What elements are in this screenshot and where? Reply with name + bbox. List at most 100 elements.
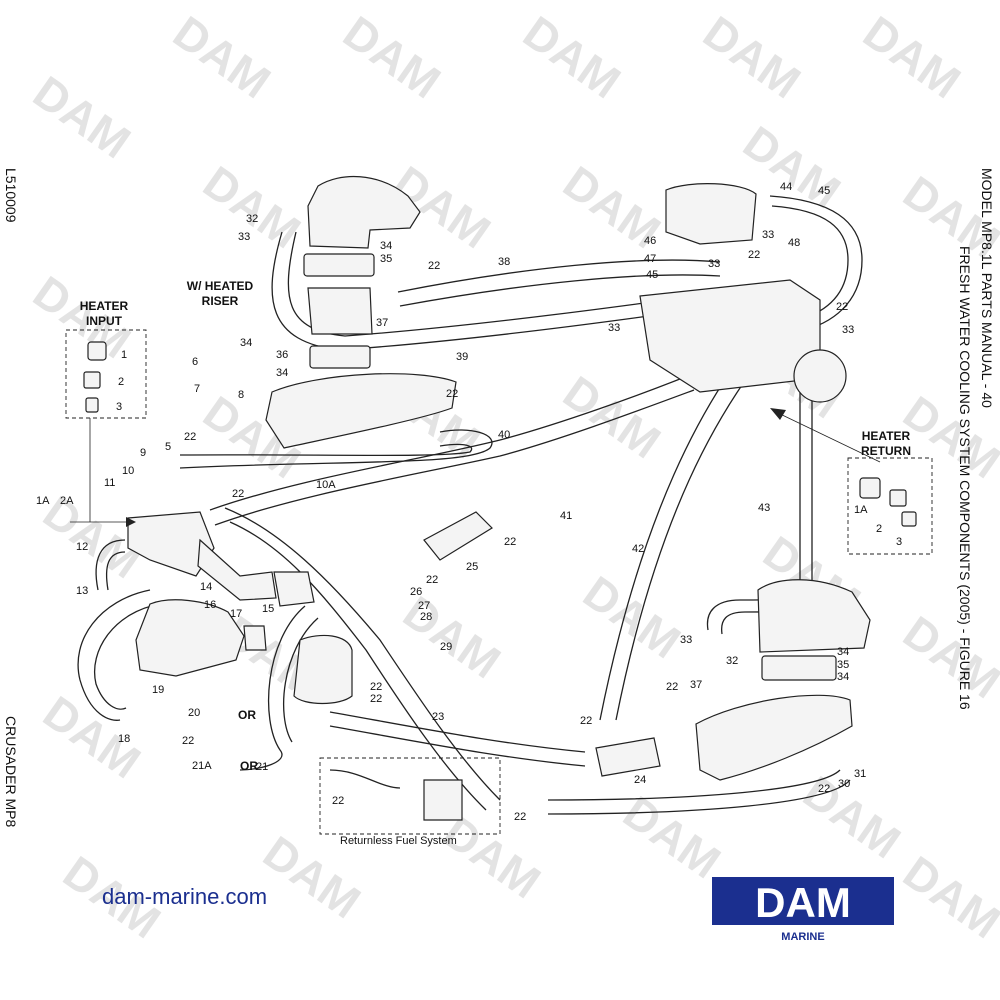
watermark-26: DAM [434,806,550,909]
site-link[interactable]: dam-marine.com [102,884,268,909]
callout-16: 15 [262,603,274,615]
callout-25: 22 [232,488,244,500]
callout-55: 33 [680,634,692,646]
hose-18 [77,589,161,721]
callout-48: 31 [854,768,866,780]
watermark-3: DAM [514,6,630,109]
callout-30: 22 [504,536,516,548]
callout-26: 22 [426,574,438,586]
callout-74: 45 [818,185,830,197]
watermark-5: DAM [854,6,970,109]
hose-31 [224,507,501,811]
left-exhaust-manifold [265,373,457,449]
callout-40: 23 [432,711,444,723]
watermark-29: DAM [894,846,1000,949]
callout-70: 41 [560,510,572,522]
callout-80: 2 [876,523,882,535]
callout-33: 22 [666,681,678,693]
heated-riser-line-1: W/ HEATED [187,279,254,293]
watermark-4: DAM [694,6,810,109]
coolant-reservoir [665,183,757,245]
callout-56: 33 [842,324,854,336]
watermark-28: DAM [794,766,910,869]
callout-66: 37 [690,679,702,691]
callout-64: 36 [276,349,288,361]
watermark-18: DAM [34,686,150,789]
callout-44: 27 [418,600,430,612]
logo-text: DAM [755,879,851,926]
callout-61: 34 [837,671,849,683]
hose-23 [329,711,586,767]
callout-78: 48 [788,237,800,249]
hose-43 [209,374,695,526]
watermark-7: DAM [194,156,310,259]
callout-63: 35 [837,659,849,671]
watermark-27: DAM [614,786,730,889]
heat-exchanger [639,279,821,393]
circulating-pump [793,349,847,403]
callout-60: 34 [837,646,849,658]
callout-13: 12 [76,541,88,553]
callout-50: 32 [726,655,738,667]
callout-68: 39 [456,351,468,363]
callout-46: 29 [440,641,452,653]
callout-22: 21 [256,761,268,773]
callout-21: 20 [188,707,200,719]
oil-cooler-27 [423,511,493,561]
dam-marine-logo: DAM MARINE [712,877,894,943]
heading-heated-riser: W/ HEATED RISER [187,279,254,308]
callout-67: 38 [498,256,510,268]
drawing-number: L510009 [3,168,19,223]
callout-49: 32 [246,213,258,225]
watermark-1: DAM [164,6,280,109]
callout-11: 10A [316,479,336,491]
watermark-23: DAM [894,606,1000,709]
heater-return-arrowhead [770,408,786,420]
fitting-3r [901,511,917,527]
elbow-14 [197,538,277,601]
fuel-system-box [319,757,501,835]
callout-71: 42 [632,543,644,555]
watermark-15: DAM [554,366,670,469]
callout-54: 33 [762,229,774,241]
callout-51: 33 [238,231,250,243]
callout-57: 34 [380,240,392,252]
callout-27: 22 [370,681,382,693]
watermark-0: DAM [24,66,140,169]
fitting-1 [87,341,107,361]
lower-return-hose [547,769,851,815]
callout-5: 5 [165,441,171,453]
fuel-hose-24 [329,769,401,789]
fitting-2 [83,371,101,389]
callout-73: 44 [780,181,792,193]
or-label-2: OR [240,759,258,773]
fitting-3 [85,397,99,413]
logo-subtext: MARINE [781,931,824,943]
callout-17: 16 [204,599,216,611]
callout-76: 45 [646,269,658,281]
callout-37: 22 [818,783,830,795]
callout-52: 33 [608,322,620,334]
callout-19: 18 [118,733,130,745]
heading-heater-input: HEATER INPUT [80,299,129,328]
callout-1: 2 [118,376,124,388]
callout-28: 22 [370,693,382,705]
callout-75: 46 [644,235,656,247]
fuel-cooler-26 [595,737,661,777]
upper-spacer-block [307,287,373,335]
callout-20: 19 [152,684,164,696]
callout-59: 34 [276,367,288,379]
upper-riser [307,175,421,249]
heater-return-line-1: HEATER [862,429,911,443]
heater-return-box [847,457,933,555]
callout-62: 35 [380,253,392,265]
callout-69: 40 [498,429,510,441]
hose-40 [397,259,721,307]
callout-45: 28 [420,611,432,623]
callout-32: 22 [446,388,458,400]
hose-47 [769,195,863,331]
callout-10: 10 [122,465,134,477]
